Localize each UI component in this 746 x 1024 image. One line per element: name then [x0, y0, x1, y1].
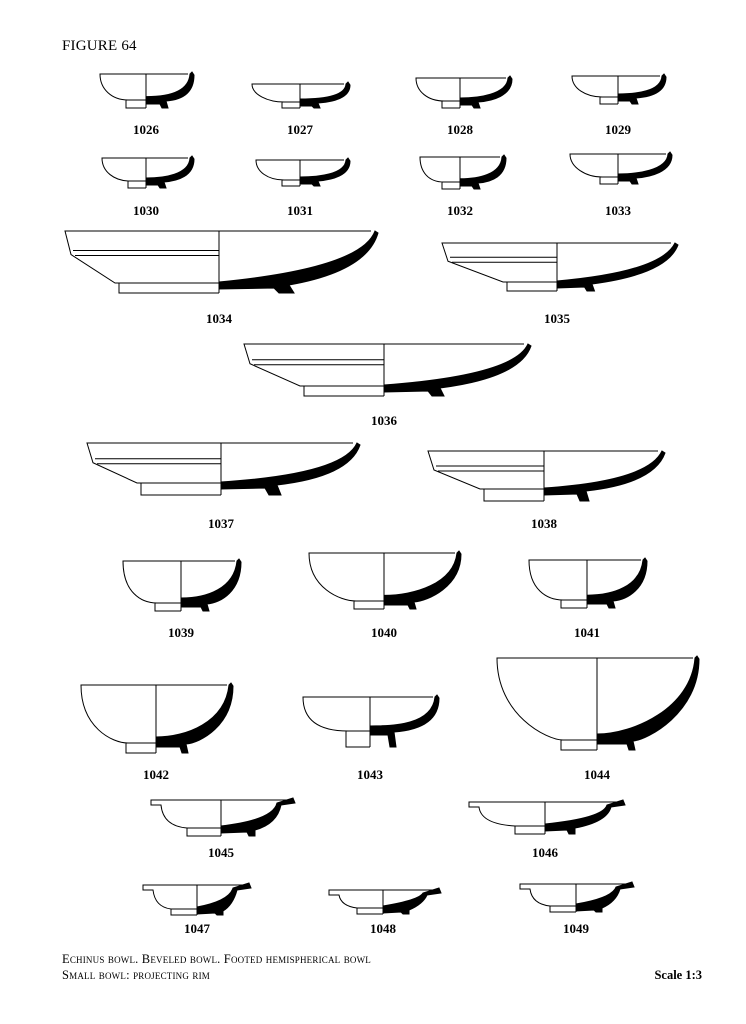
vessel-label: 1027 [287, 122, 313, 137]
vessel-1032 [419, 154, 507, 190]
vessel-1043 [302, 694, 440, 748]
exterior-outline [150, 799, 221, 837]
vessel-1049 [519, 881, 635, 913]
section-profile [382, 887, 442, 915]
exterior-outline [419, 156, 460, 190]
vessel-label: 1048 [370, 921, 396, 936]
exterior-outline [328, 889, 383, 915]
vessel-1039 [122, 558, 242, 612]
vessel-label: 1031 [287, 203, 313, 218]
vessel-label: 1035 [544, 311, 570, 326]
vessel-label: 1039 [168, 625, 194, 640]
vessel-label: 1029 [605, 122, 631, 137]
vessel-1047 [142, 882, 252, 916]
section-profile [617, 151, 673, 185]
vessel-1033 [569, 151, 673, 185]
section-profile [383, 343, 532, 397]
vessel-1036 [243, 343, 532, 397]
vessel-1028 [415, 75, 513, 109]
section-profile [544, 799, 626, 835]
vessel-1031 [255, 157, 351, 187]
section-profile [556, 242, 679, 292]
exterior-outline [415, 77, 460, 109]
exterior-outline [571, 75, 618, 105]
vessel-1026 [99, 71, 195, 109]
vessel-1030 [101, 155, 195, 189]
exterior-outline [99, 73, 146, 109]
exterior-outline [101, 157, 146, 189]
vessel-1044 [496, 655, 700, 751]
section-profile [155, 682, 234, 754]
section-profile [543, 450, 666, 502]
exterior-outline [255, 159, 300, 187]
caption-line-1: Echinus bowl. Beveled bowl. Footed hemis… [62, 952, 371, 966]
exterior-outline [142, 884, 197, 916]
vessel-label: 1034 [206, 311, 232, 326]
vessel-label: 1030 [133, 203, 159, 218]
vessel-label: 1037 [208, 516, 234, 531]
section-profile [145, 155, 195, 189]
exterior-outline [251, 83, 300, 109]
vessel-label: 1032 [447, 203, 473, 218]
vessel-1045 [150, 797, 296, 837]
vessel-1035 [441, 242, 679, 292]
vessel-1040 [308, 550, 462, 610]
section-profile [369, 694, 440, 748]
vessel-1042 [80, 682, 234, 754]
section-profile [220, 442, 361, 496]
section-profile [299, 81, 351, 109]
exterior-outline [528, 559, 587, 609]
section-profile [459, 75, 513, 109]
vessel-1048 [328, 887, 442, 915]
exterior-outline [519, 883, 576, 913]
vessel-label: 1047 [184, 921, 210, 936]
vessel-label: 1036 [371, 413, 397, 428]
exterior-outline [64, 230, 219, 294]
exterior-outline [302, 696, 370, 748]
exterior-outline [496, 657, 597, 751]
vessel-label: 1028 [447, 122, 473, 137]
section-profile [218, 230, 379, 294]
section-profile [145, 71, 195, 109]
exterior-outline [243, 343, 384, 397]
figure-title: FIGURE 64 [62, 38, 137, 54]
vessel-1027 [251, 81, 351, 109]
vessel-label: 1042 [143, 767, 169, 782]
vessel-label: 1045 [208, 845, 234, 860]
section-profile [299, 157, 351, 187]
vessel-label: 1043 [357, 767, 383, 782]
vessel-label: 1041 [574, 625, 600, 640]
exterior-outline [441, 242, 557, 292]
vessel-1034 [64, 230, 379, 294]
section-profile [459, 154, 507, 190]
section-profile [220, 797, 296, 837]
section-profile [586, 557, 648, 609]
vessel-1046 [468, 799, 626, 835]
exterior-outline [468, 801, 545, 835]
vessel-label: 1049 [563, 921, 589, 936]
exterior-outline [86, 442, 221, 496]
section-profile [617, 73, 667, 105]
section-profile [596, 655, 700, 751]
section-profile [575, 881, 635, 913]
caption-line-2: Small bowl: projecting rim [62, 968, 210, 982]
section-profile [196, 882, 252, 916]
vessel-label: 1040 [371, 625, 397, 640]
vessel-label: 1044 [584, 767, 610, 782]
exterior-outline [427, 450, 544, 502]
scale-note: Scale 1:3 [654, 968, 702, 982]
vessel-label: 1033 [605, 203, 631, 218]
exterior-outline [569, 153, 618, 185]
section-profile [383, 550, 462, 610]
vessel-1037 [86, 442, 361, 496]
vessel-label: 1026 [133, 122, 159, 137]
vessel-1038 [427, 450, 666, 502]
vessel-label: 1038 [531, 516, 557, 531]
vessel-1041 [528, 557, 648, 609]
vessel-label: 1046 [532, 845, 558, 860]
section-profile [180, 558, 242, 612]
vessel-1029 [571, 73, 667, 105]
